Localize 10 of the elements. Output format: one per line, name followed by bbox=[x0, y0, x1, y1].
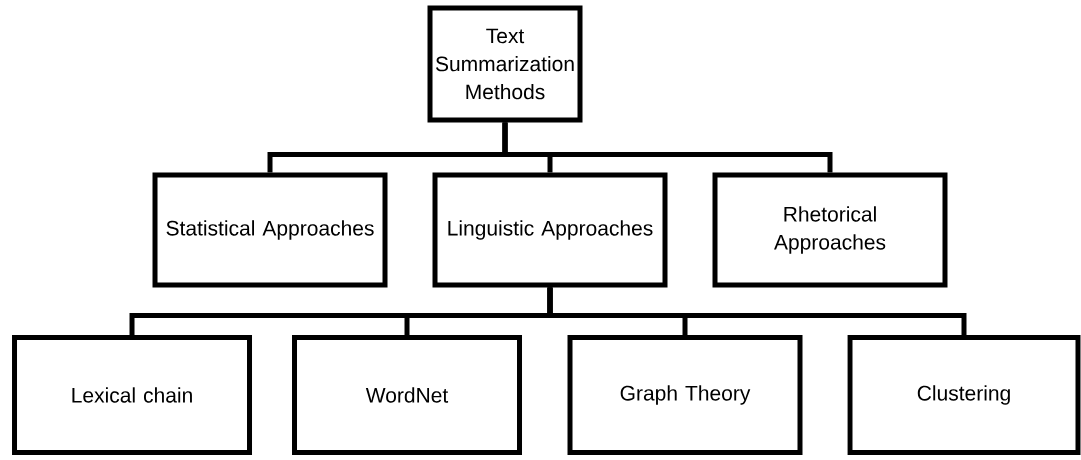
process-box: WordNet bbox=[292, 335, 522, 455]
process-box: Rhetorical Approaches bbox=[712, 172, 948, 288]
connector bbox=[502, 122, 833, 173]
process-box: Linguistic Approaches bbox=[432, 172, 668, 288]
process-box: Graph Theory bbox=[567, 335, 803, 455]
process-box: Text Summarization Methods bbox=[427, 5, 583, 123]
process-box: Clustering bbox=[847, 335, 1081, 455]
process-box: Lexical chain bbox=[12, 335, 252, 455]
connector bbox=[547, 287, 967, 335]
process-box: Statistical Approaches bbox=[152, 172, 388, 288]
